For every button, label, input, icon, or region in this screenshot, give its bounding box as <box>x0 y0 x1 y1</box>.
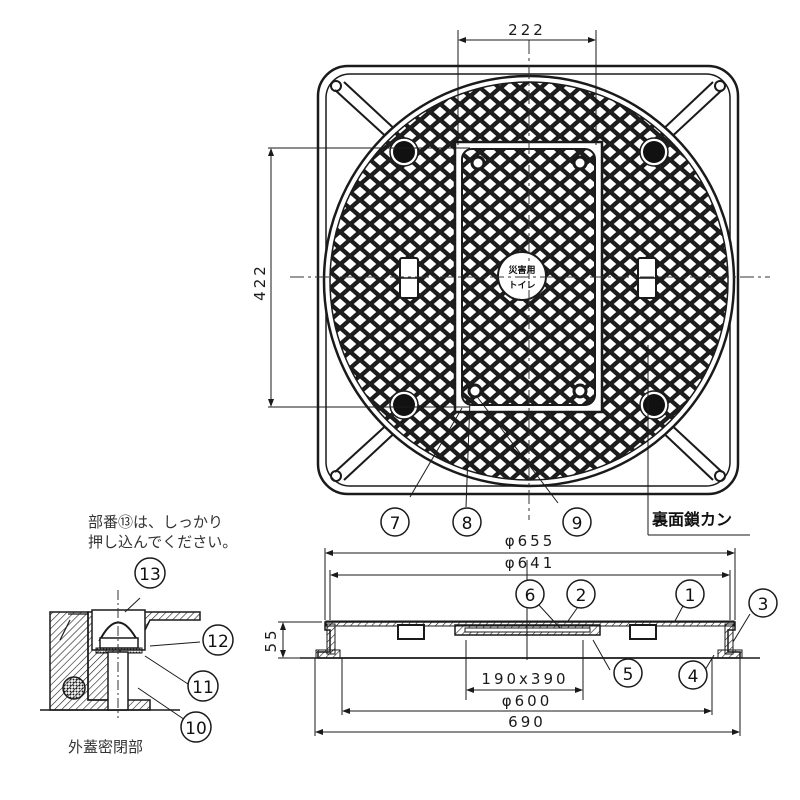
part-7: 7 <box>390 514 401 534</box>
dim-base-phi: φ600 <box>502 692 553 710</box>
part-8: 8 <box>462 514 473 534</box>
detail-caption: 外蓋密閉部 <box>68 738 143 756</box>
part-2: 2 <box>576 586 587 606</box>
part-9: 9 <box>572 514 583 534</box>
part-4: 4 <box>688 667 699 687</box>
part-11: 11 <box>192 678 214 698</box>
seal-detail <box>40 590 201 723</box>
center-badge <box>497 251 547 301</box>
section-view <box>300 620 760 659</box>
dim-top-width: 222 <box>508 21 546 39</box>
dim-inner-phi: φ641 <box>505 554 556 572</box>
dim-422: 422 <box>251 147 470 408</box>
top-view: 災害用 トイレ <box>290 40 770 520</box>
part-1: 1 <box>685 586 696 606</box>
section-arrows <box>280 550 740 735</box>
part-6: 6 <box>525 586 536 606</box>
dim-222: 222 <box>457 21 597 145</box>
bolt-holes <box>389 137 669 420</box>
badge-line2: トイレ <box>508 280 535 291</box>
part-12: 12 <box>207 632 229 652</box>
corner-ribs <box>330 80 726 482</box>
callouts-top: 7 8 9 裏面鎖カン <box>380 507 732 537</box>
callouts-detail: 13 12 11 10 <box>134 557 234 743</box>
dim-left-height: 422 <box>251 263 269 301</box>
note-line2: 押し込んでください。 <box>88 533 237 551</box>
part-3: 3 <box>758 595 769 615</box>
part-5: 5 <box>623 665 634 685</box>
badge-line1: 災害用 <box>507 264 535 276</box>
leaders-top <box>409 345 750 536</box>
dim-overall: 690 <box>508 713 546 731</box>
callouts-section: 6 2 1 3 5 4 <box>515 579 778 690</box>
dim-height: 55 <box>262 627 280 652</box>
note-line1: 部番⑬は、しっかり <box>88 513 223 531</box>
part-13: 13 <box>139 565 161 585</box>
dim-opening: 190x390 <box>481 670 568 688</box>
leaders-section <box>537 603 751 671</box>
part-10: 10 <box>185 719 207 739</box>
dim-outer-phi: φ655 <box>505 532 556 550</box>
outer-frame <box>316 64 740 496</box>
back-lock-label: 裏面鎖カン <box>651 510 732 529</box>
